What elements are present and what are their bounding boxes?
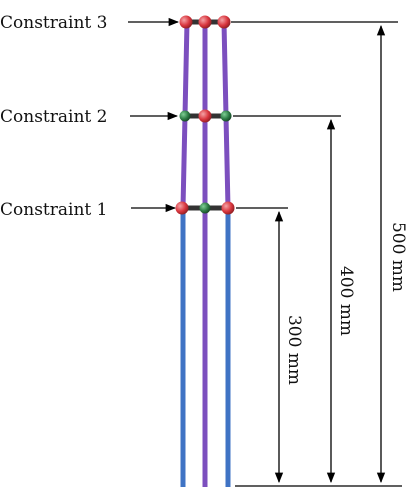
joint-green	[220, 110, 232, 122]
joint-green	[199, 202, 211, 214]
joints-constraint-3	[179, 15, 231, 29]
joint-red	[217, 15, 231, 29]
constraint-2-label: Constraint 2	[0, 107, 107, 127]
lower-rods	[180, 208, 231, 487]
dimension-label-400: 400 mm	[336, 266, 356, 336]
dimension-label-500: 500 mm	[388, 222, 408, 292]
joint-red	[198, 109, 212, 123]
constraint-3-label: Constraint 3	[0, 13, 107, 33]
joints-constraint-2	[179, 109, 232, 123]
joint-red	[179, 15, 193, 29]
joint-red	[198, 15, 212, 29]
constraint-1-callout: Constraint 1	[0, 200, 177, 220]
constraint-3-callout: Constraint 3	[0, 13, 180, 33]
joint-green	[179, 110, 191, 122]
dimension-label-300: 300 mm	[284, 315, 304, 385]
constraint-1-label: Constraint 1	[0, 200, 107, 220]
joints-constraint-1	[175, 201, 235, 215]
joint-red	[221, 201, 235, 215]
joint-red	[175, 201, 189, 215]
constraint-2-callout: Constraint 2	[0, 107, 179, 127]
